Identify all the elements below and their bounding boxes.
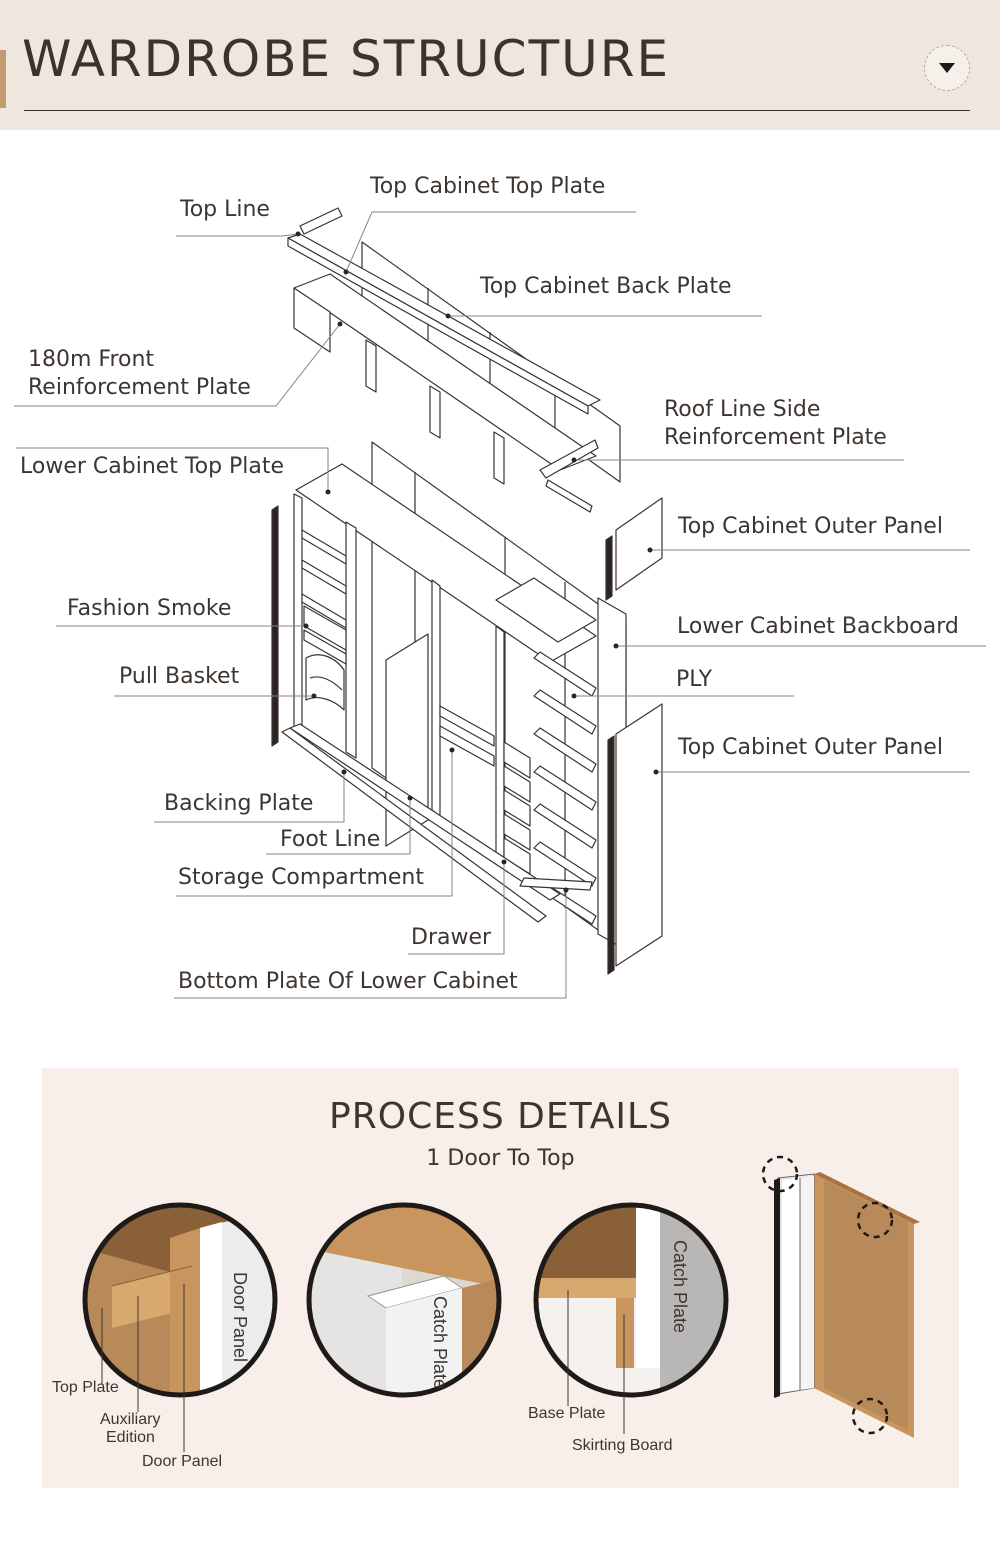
- label-top-cabinet-outer-panel-lower: Top Cabinet Outer Panel: [678, 735, 943, 760]
- label-top-cabinet-outer-panel-upper: Top Cabinet Outer Panel: [678, 514, 943, 539]
- label-auxiliary-line1: Auxiliary: [100, 1411, 161, 1428]
- label-top-cabinet-back-plate: Top Cabinet Back Plate: [480, 274, 732, 299]
- process-details-section: PROCESS DETAILS 1 Door To Top: [42, 1068, 959, 1488]
- collapse-button[interactable]: [924, 45, 970, 91]
- label-roof-line-side-line2: Reinforcement Plate: [664, 425, 887, 450]
- detail-door-to-top: [85, 1205, 275, 1395]
- label-top-plate: Top Plate: [52, 1379, 119, 1396]
- wardrobe-illustration: [14, 207, 986, 999]
- page-title: WARDROBE STRUCTURE: [22, 30, 671, 88]
- label-fashion-smoke: Fashion Smoke: [67, 596, 232, 621]
- header: WARDROBE STRUCTURE: [0, 0, 1000, 130]
- label-door-panel-vertical: Door Panel: [230, 1272, 250, 1363]
- label-base-plate: Base Plate: [528, 1405, 606, 1422]
- label-foot-line: Foot Line: [280, 827, 381, 852]
- detail-base-plate: [536, 1205, 726, 1395]
- header-accent-bar: [0, 50, 6, 108]
- chevron-down-icon: [939, 63, 955, 73]
- label-ply: PLY: [676, 667, 713, 692]
- label-lower-cabinet-top-plate: Lower Cabinet Top Plate: [20, 454, 285, 479]
- label-drawer: Drawer: [411, 925, 492, 950]
- label-top-cabinet-top-plate: Top Cabinet Top Plate: [370, 174, 606, 199]
- label-bottom-plate: Bottom Plate Of Lower Cabinet: [178, 969, 518, 994]
- label-auxiliary-line2: Edition: [106, 1429, 155, 1446]
- wardrobe-exploded-diagram: Top Line Top Cabinet Top Plate Top Cabin…: [0, 130, 1000, 1050]
- label-skirting-board: Skirting Board: [572, 1437, 673, 1454]
- label-storage-compartment: Storage Compartment: [178, 865, 424, 890]
- label-roof-line-side-line1: Roof Line Side: [664, 397, 821, 422]
- process-title: PROCESS DETAILS: [329, 1096, 672, 1137]
- label-top-line: Top Line: [180, 197, 270, 222]
- cabinet-door-sketch: [774, 1172, 920, 1438]
- label-door-panel-bottom: Door Panel: [142, 1453, 223, 1470]
- label-catch-plate-detail3: Catch Plate: [670, 1240, 690, 1334]
- label-lower-cabinet-backboard: Lower Cabinet Backboard: [677, 614, 959, 639]
- label-pull-basket: Pull Basket: [119, 664, 240, 689]
- detail-catch-plate: [309, 1205, 499, 1395]
- label-backing-plate: Backing Plate: [164, 791, 314, 816]
- label-front-reinforcement-line2: Reinforcement Plate: [28, 375, 251, 400]
- label-front-reinforcement-line1: 180m Front: [28, 347, 155, 372]
- header-divider: [24, 110, 970, 111]
- process-subtitle: 1 Door To Top: [426, 1146, 575, 1171]
- process-illustrations: [82, 1155, 920, 1452]
- label-catch-plate-detail2: Catch Plate: [430, 1296, 450, 1390]
